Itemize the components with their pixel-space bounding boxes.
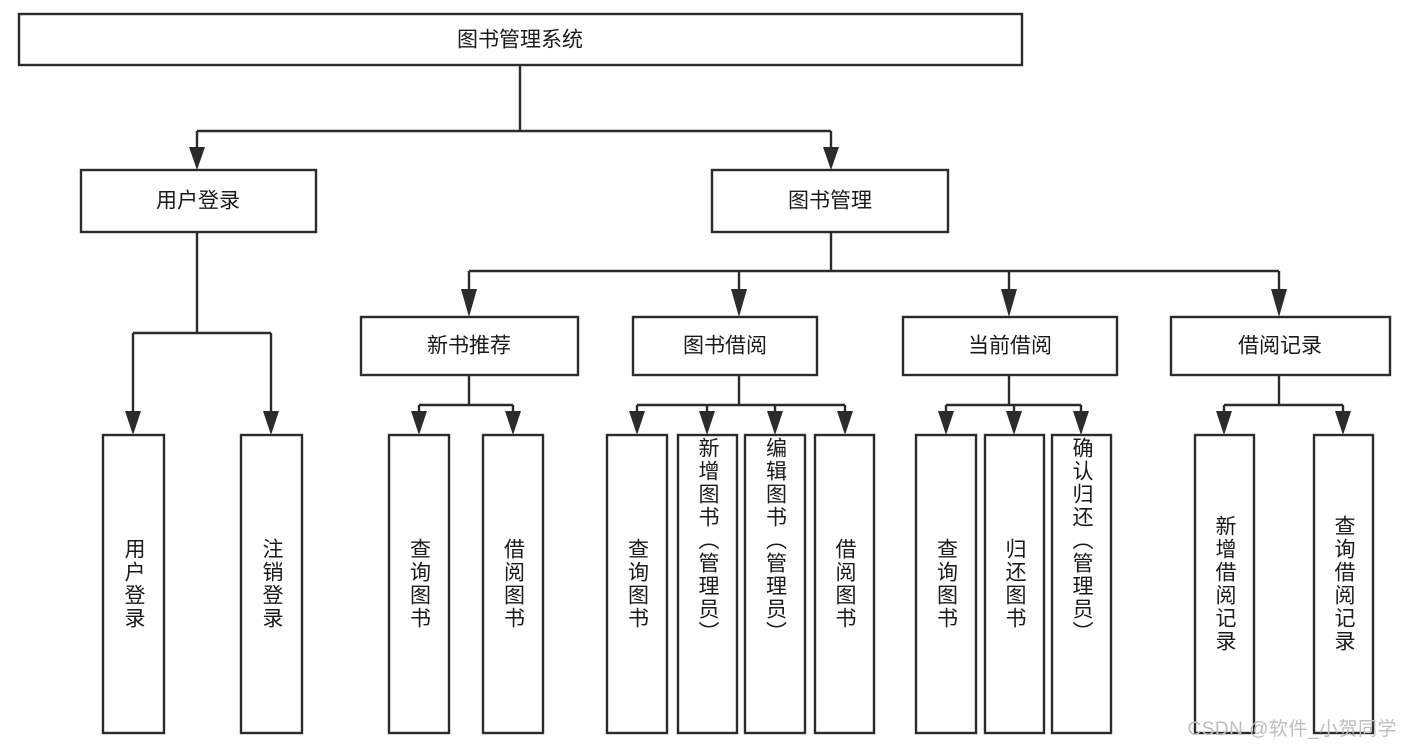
arrow-to-book-borrow <box>731 289 747 317</box>
leaf-box-layer <box>101 433 1375 735</box>
node-borrow-record[interactable]: 借阅记录 <box>1169 315 1392 377</box>
arrow-to-borrow-record <box>1271 289 1287 317</box>
leaf-add-book-box[interactable] <box>676 433 739 735</box>
arrow-to-user-login <box>189 147 205 170</box>
node-book-borrow[interactable]: 图书借阅 <box>631 315 819 377</box>
leaf-borrow-book-2-box[interactable] <box>813 433 876 735</box>
leaf-query-book-3-box[interactable] <box>914 433 978 735</box>
arrow-to-new-book-recommend <box>461 289 477 317</box>
node-book-management-box[interactable] <box>710 168 950 234</box>
arrow-leaf-logout-login <box>263 411 279 435</box>
node-current-borrow[interactable]: 当前借阅 <box>901 315 1119 377</box>
arrow-leaf-query-book-2 <box>629 411 645 435</box>
node-book-borrow-label: 图书借阅 <box>683 335 767 358</box>
leaf-return-book-box[interactable] <box>983 433 1046 735</box>
csdn-watermark: CSDN @软件_小贺同学 <box>1187 719 1397 740</box>
connector-layer <box>125 65 1351 435</box>
leaf-user-login-box[interactable] <box>101 433 166 735</box>
leaf-borrow-book-1-box[interactable] <box>481 433 545 735</box>
arrow-leaf-borrow-book-2 <box>837 411 853 435</box>
arrow-leaf-query-book-3 <box>938 411 954 435</box>
arrow-leaf-edit-book <box>767 411 783 435</box>
leaf-query-book-2-box[interactable] <box>605 433 669 735</box>
node-new-book-recommend-label: 新书推荐 <box>427 335 511 358</box>
node-book-management-label: 图书管理 <box>788 190 872 213</box>
leaf-query-borrow-record-box[interactable] <box>1312 433 1375 735</box>
node-root[interactable]: 图书管理系统 <box>17 12 1024 67</box>
leaf-confirm-return-box[interactable] <box>1050 433 1113 735</box>
node-current-borrow-box[interactable] <box>901 315 1119 377</box>
arrow-to-book-management <box>823 147 839 170</box>
node-book-management[interactable]: 图书管理 <box>710 168 950 234</box>
leaf-query-book-1-box[interactable] <box>387 433 451 735</box>
node-current-borrow-label: 当前借阅 <box>968 335 1052 358</box>
node-user-login-label: 用户登录 <box>156 190 240 213</box>
leaf-add-borrow-record-box[interactable] <box>1193 433 1256 735</box>
arrow-leaf-return-book <box>1006 411 1022 435</box>
node-root-box[interactable] <box>17 12 1024 67</box>
node-root-label: 图书管理系统 <box>457 29 583 52</box>
node-new-book-recommend[interactable]: 新书推荐 <box>359 315 580 377</box>
node-book-borrow-box[interactable] <box>631 315 819 377</box>
node-user-login[interactable]: 用户登录 <box>79 168 318 234</box>
node-borrow-record-label: 借阅记录 <box>1238 335 1322 358</box>
arrow-leaf-query-borrow-record <box>1335 411 1351 435</box>
arrow-leaf-user-login <box>125 411 141 435</box>
node-user-login-box[interactable] <box>79 168 318 234</box>
node-borrow-record-box[interactable] <box>1169 315 1392 377</box>
arrow-leaf-confirm-return <box>1073 411 1089 435</box>
arrow-leaf-query-book-1 <box>411 411 427 435</box>
arrow-leaf-borrow-book-1 <box>505 411 521 435</box>
arrow-leaf-add-borrow-record <box>1216 411 1232 435</box>
arrow-leaf-add-book <box>699 411 715 435</box>
leaf-logout-login-box[interactable] <box>239 433 304 735</box>
leaf-edit-book-box[interactable] <box>743 433 807 735</box>
arrow-to-current-borrow <box>1001 289 1017 317</box>
node-new-book-recommend-box[interactable] <box>359 315 580 377</box>
